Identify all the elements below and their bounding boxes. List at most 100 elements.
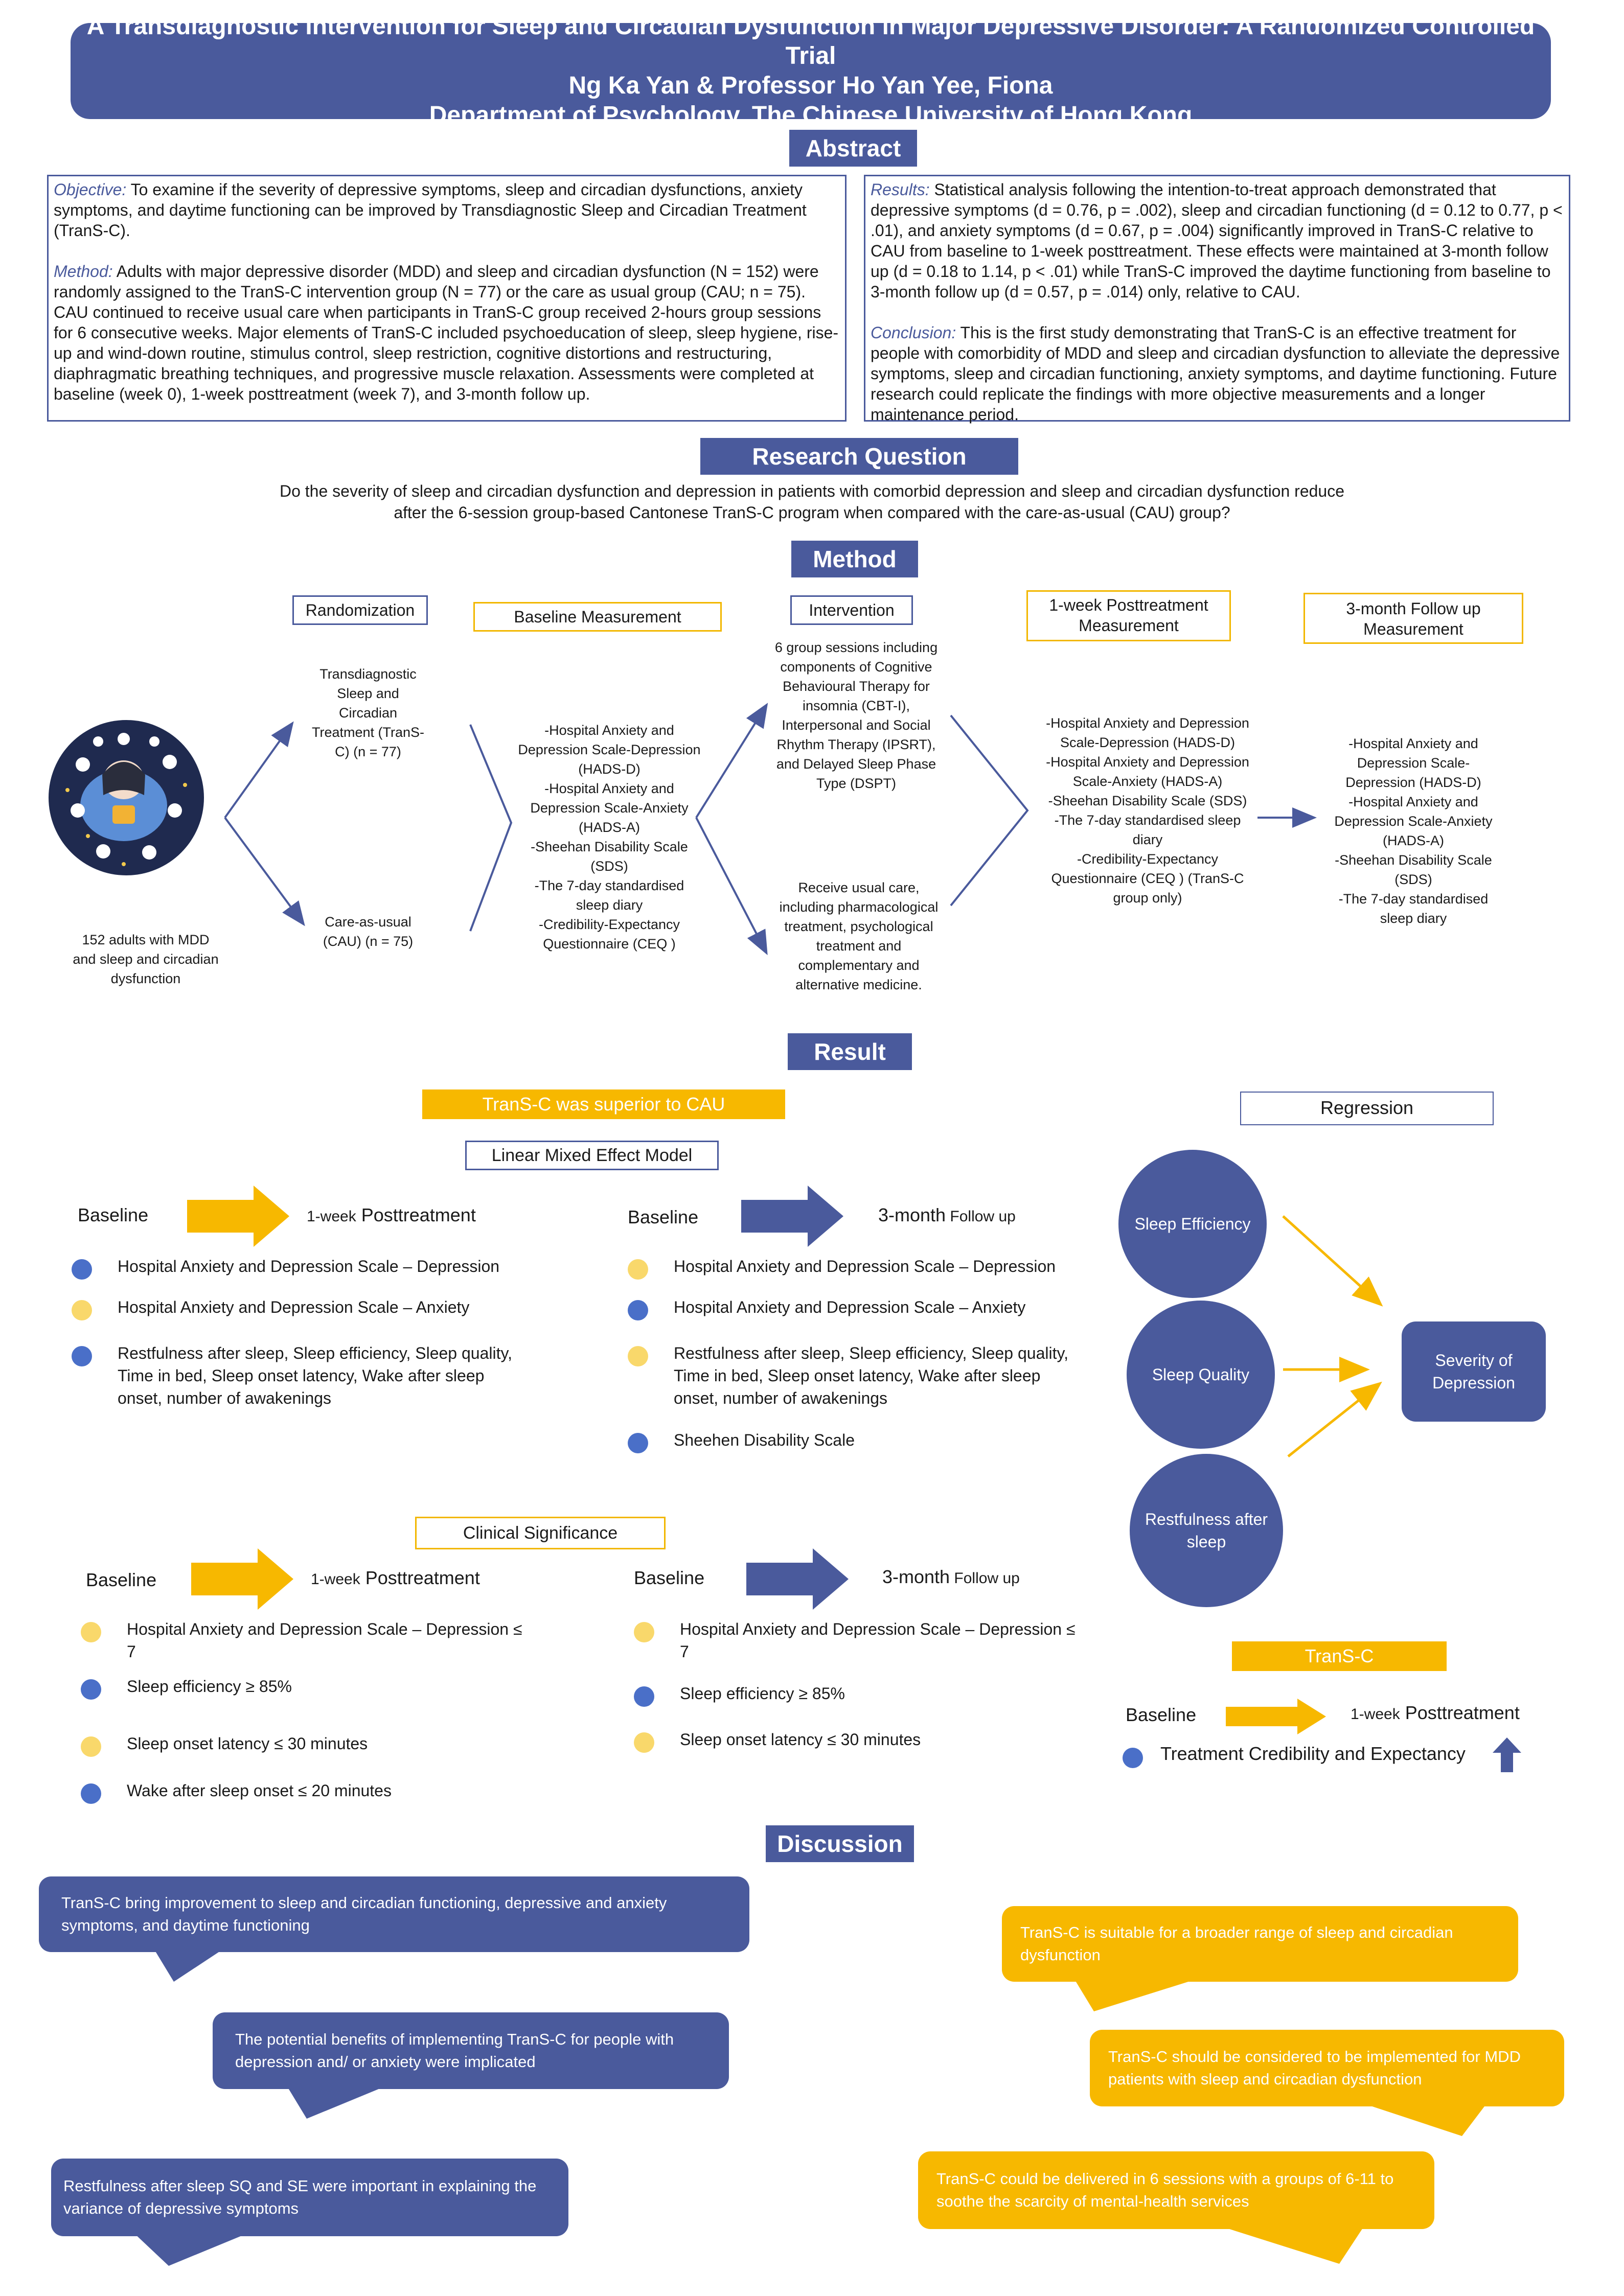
followup-measurement-box: 3-month Follow up Measurement (1303, 593, 1523, 644)
objective-text: To examine if the severity of depressive… (54, 180, 807, 240)
discussion-yellow-bubble-2: TranS-C should be considered to be imple… (1090, 2030, 1564, 2106)
result-item-text: Hospital Anxiety and Depression Scale – … (118, 1298, 470, 1316)
post-measure-item: -Sheehan Disability Scale (SDS) (1048, 793, 1247, 808)
discussion-blue-bubble-3: Restfulness after sleep SQ and SE were i… (51, 2159, 568, 2236)
result-item-text: Hospital Anxiety and Depression Scale – … (674, 1298, 1026, 1316)
result-item-text: Hospital Anxiety and Depression Scale – … (674, 1257, 1056, 1275)
baseline-measure-item: -The 7-day standardised sleep diary (534, 878, 684, 913)
yellow-dot-icon (634, 1732, 654, 1753)
clin-follow-timepoint: 3-month Follow up (882, 1566, 1020, 1587)
discussion-heading: Discussion (766, 1825, 914, 1862)
superior-banner: TranS-C was superior to CAU (422, 1089, 785, 1119)
followup-measure-item: -Hospital Anxiety and Depression Scale-A… (1334, 794, 1493, 848)
reg-outcome-depression: Severity of Depression (1402, 1321, 1546, 1422)
baseline-measure-item: -Hospital Anxiety and Depression Scale-D… (518, 723, 701, 777)
discussion-yellow-bubble-3: TranS-C could be delivered in 6 sessions… (918, 2151, 1434, 2229)
result-heading: Result (788, 1033, 912, 1070)
yellow-dot-icon (628, 1346, 648, 1366)
post-measure-item: -Hospital Anxiety and Depression Scale-A… (1046, 754, 1249, 789)
result-item-text: Sleep efficiency ≥ 85% (680, 1684, 845, 1703)
posttreatment-measurement-box: 1-week Posttreatment Measurement (1026, 590, 1231, 641)
bubble-tail-5 (1360, 2102, 1488, 2136)
ceq-baseline-label: Baseline (1126, 1704, 1197, 1725)
result-item-text: Restfulness after sleep, Sleep efficienc… (118, 1344, 512, 1407)
discussion-blue-bubble-1: TranS-C bring improvement to sleep and c… (39, 1876, 749, 1952)
yellow-dot-icon (81, 1622, 101, 1642)
abstract-left-box: Objective: To examine if the severity of… (47, 175, 847, 422)
lmm-post-baseline-label: Baseline (78, 1204, 149, 1225)
baseline-measure-item: -Hospital Anxiety and Depression Scale-A… (530, 781, 689, 835)
poster-authors: Ng Ka Yan & Professor Ho Yan Yee, Fiona (568, 72, 1053, 99)
reg-predictor-restfulness: Restfulness after sleep (1130, 1454, 1283, 1607)
baseline-measure-item: -Sheehan Disability Scale (SDS) (531, 839, 688, 874)
blue-dot-icon (72, 1259, 92, 1280)
transc-intervention-text: 6 group sessions including components of… (774, 640, 938, 791)
blue-dot-icon (628, 1300, 648, 1320)
clin-follow-baseline-label: Baseline (634, 1567, 705, 1588)
regression-heading: Regression (1240, 1092, 1494, 1125)
method-text: Adults with major depressive disorder (M… (54, 262, 839, 403)
result-item-text: Hospital Anxiety and Depression Scale – … (118, 1257, 500, 1275)
followup-measure-item: -The 7-day standardised sleep diary (1338, 891, 1489, 926)
clin-post-arrow (191, 1548, 293, 1610)
arrow-up-icon (1493, 1737, 1521, 1772)
blue-dot-icon (81, 1783, 101, 1804)
reg-predictor-sleep-efficiency: Sleep Efficiency (1118, 1150, 1267, 1298)
baseline-measures-list: -Hospital Anxiety and Depression Scale-D… (517, 721, 701, 954)
result-item-text: Sleep efficiency ≥ 85% (127, 1677, 292, 1696)
followup-measure-item: -Sheehan Disability Scale (SDS) (1335, 852, 1492, 887)
regression-arrows (1282, 1215, 1383, 1457)
lmm-heading: Linear Mixed Effect Model (465, 1141, 719, 1170)
result-item-text: Hospital Anxiety and Depression Scale – … (127, 1620, 522, 1661)
bubble-tail-6 (1217, 2225, 1365, 2264)
post-measure-item: -The 7-day standardised sleep diary (1054, 813, 1241, 847)
followup-measure-item: -Hospital Anxiety and Depression Scale-D… (1345, 736, 1481, 790)
blue-dot-icon (72, 1346, 92, 1366)
blue-dot-icon (634, 1686, 654, 1707)
reg-predictor-sleep-quality: Sleep Quality (1127, 1301, 1275, 1449)
yellow-dot-icon (81, 1736, 101, 1757)
conclusion-text: This is the first study demonstrating th… (871, 323, 1560, 424)
poster-title: A Transdiagnostic Intervention for Sleep… (86, 13, 1535, 69)
transc-group-label: Transdiagnostic Sleep and Circadian Trea… (311, 666, 425, 759)
results-label: Results: (871, 180, 930, 199)
post-measure-item: -Hospital Anxiety and Depression Scale-D… (1046, 715, 1249, 750)
randomization-box: Randomization (292, 595, 428, 625)
result-item-text: Sheehen Disability Scale (674, 1431, 855, 1449)
result-item-text: Sleep onset latency ≤ 30 minutes (127, 1734, 368, 1753)
lmm-follow-timepoint: 3-month Follow up (878, 1204, 1016, 1225)
lmm-follow-baseline-label: Baseline (628, 1207, 699, 1227)
method-label: Method: (54, 262, 113, 281)
participants-label: 152 adults with MDD and sleep and circad… (73, 932, 219, 986)
objective-label: Objective: (54, 180, 127, 199)
ceq-timepoint: 1-week Posttreatment (1351, 1702, 1520, 1723)
yellow-dot-icon (72, 1300, 92, 1320)
lmm-post-timepoint: 1-week Posttreatment (307, 1204, 476, 1225)
post-measures-list: -Hospital Anxiety and Depression Scale-D… (1043, 713, 1252, 908)
method-flow-arrows (224, 703, 1317, 956)
bubble-tail-1 (153, 1948, 225, 1982)
clin-post-timepoint: 1-week Posttreatment (311, 1567, 480, 1588)
method-heading: Method (791, 541, 918, 577)
yellow-dot-icon (628, 1259, 648, 1280)
cau-intervention-text: Receive usual care, including pharmacolo… (779, 880, 939, 992)
lmm-follow-arrow (741, 1186, 843, 1247)
abstract-right-box: Results: Statistical analysis following … (864, 175, 1570, 424)
cau-group-label: Care-as-usual (CAU) (n = 75) (323, 914, 414, 949)
result-item-text: Hospital Anxiety and Depression Scale – … (680, 1620, 1076, 1661)
blue-dot-icon (81, 1679, 101, 1700)
ceq-label: Treatment Credibility and Expectancy (1160, 1743, 1466, 1764)
poster-title-banner: A Transdiagnostic Intervention for Sleep… (71, 13, 1551, 129)
baseline-measurement-box: Baseline Measurement (473, 602, 722, 632)
ceq-dot (1123, 1748, 1143, 1768)
intervention-box: Intervention (790, 595, 913, 625)
discussion-yellow-bubble-1: TranS-C is suitable for a broader range … (1002, 1906, 1518, 1982)
result-item-text: Wake after sleep onset ≤ 20 minutes (127, 1781, 392, 1800)
followup-measures-list: -Hospital Anxiety and Depression Scale-D… (1324, 734, 1503, 928)
result-item-text: Sleep onset latency ≤ 30 minutes (680, 1730, 921, 1749)
ceq-arrow (1226, 1699, 1326, 1734)
bubble-tail-3 (133, 2232, 250, 2266)
rq-line2: after the 6-session group-based Cantones… (394, 503, 1230, 522)
transc-banner: TranS-C (1232, 1641, 1447, 1671)
abstract-heading: Abstract (789, 130, 917, 167)
